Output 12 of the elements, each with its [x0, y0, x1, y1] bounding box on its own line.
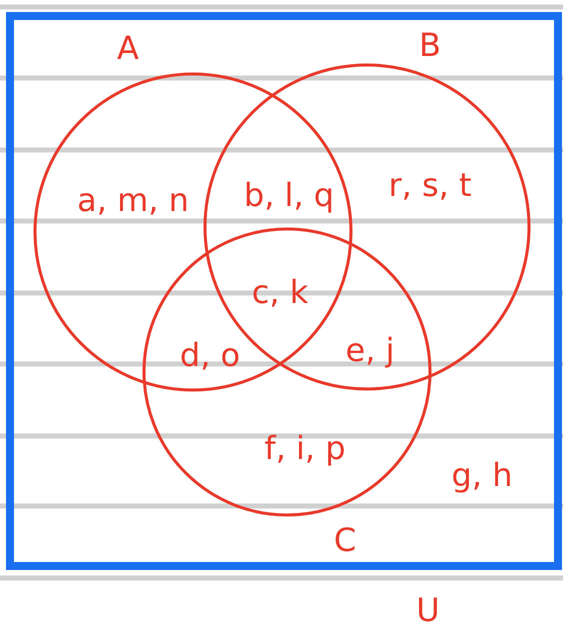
set-name: A — [117, 32, 139, 64]
set-name: U — [416, 594, 440, 626]
element-list: e, j — [346, 334, 394, 366]
element-list: f, i, p — [264, 432, 346, 464]
element-list: d, o — [180, 339, 240, 371]
element-list: r, s, t — [388, 169, 472, 201]
element-list: a, m, n — [77, 184, 189, 216]
element-list: g, h — [452, 459, 512, 491]
set-name: B — [419, 29, 441, 61]
set-name: C — [334, 524, 356, 556]
element-list: b, l, q — [244, 179, 334, 211]
element-list: c, k — [252, 276, 308, 308]
